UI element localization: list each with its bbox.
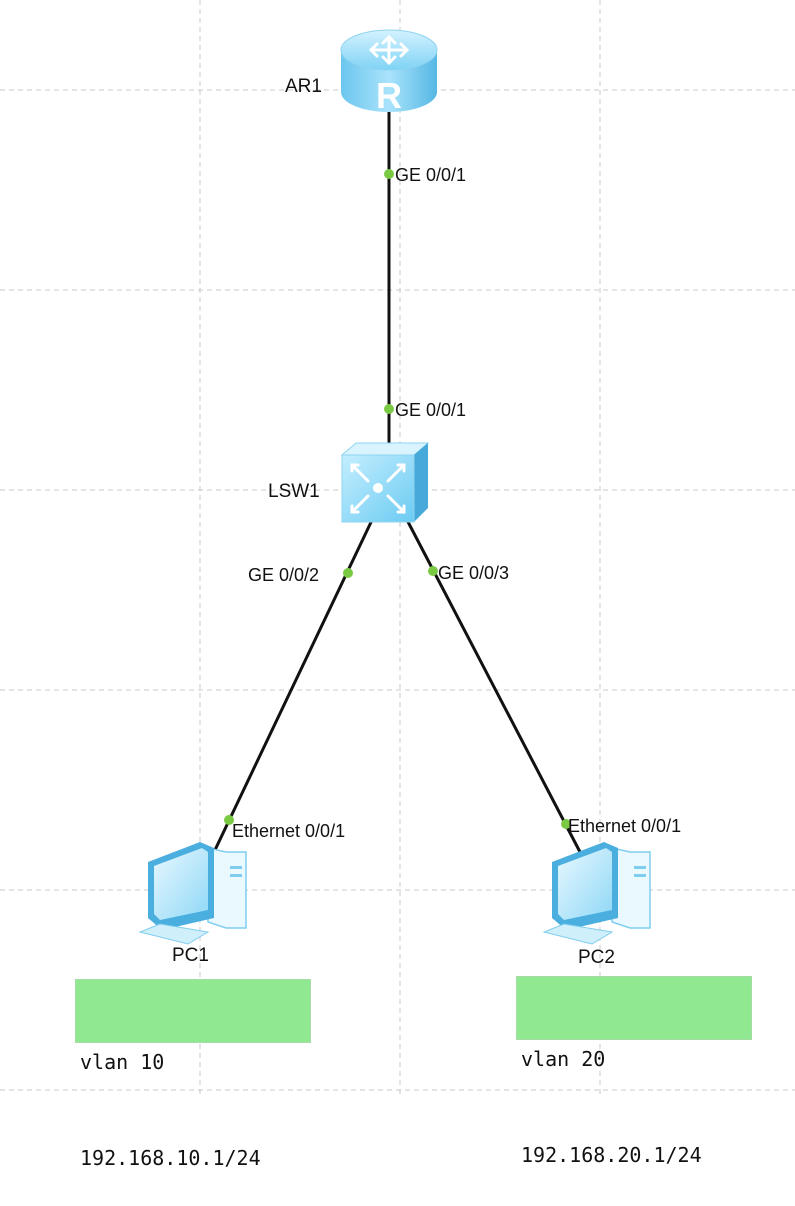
svg-text:R: R bbox=[376, 75, 402, 116]
pc-icon[interactable] bbox=[138, 842, 247, 945]
port-dot-pc2-eth001 bbox=[561, 819, 571, 829]
port-label-lsw1-ge003: GE 0/0/3 bbox=[438, 563, 510, 583]
pc2-vlan-text: vlan 20 bbox=[521, 1047, 606, 1071]
pc1-label: PC1 bbox=[172, 945, 209, 966]
pc1-vlan-text: vlan 10 bbox=[80, 1050, 165, 1074]
pc-icon[interactable] bbox=[542, 842, 651, 945]
topology-canvas: R bbox=[0, 0, 795, 1095]
port-label-pc2-eth001: Ethernet 0/0/1 bbox=[568, 816, 682, 836]
pc2-label: PC2 bbox=[578, 947, 615, 968]
router-icon[interactable]: R bbox=[340, 29, 438, 116]
port-dot-ar1-ge001 bbox=[384, 169, 394, 179]
switch-icon[interactable] bbox=[340, 442, 430, 523]
port-label-pc1-eth001: Ethernet 0/0/1 bbox=[232, 821, 346, 841]
pc2-config-note: vlan 20 192.168.20.1/24 bbox=[516, 976, 752, 1167]
port-dot-lsw1-ge003 bbox=[428, 566, 438, 576]
switch-label: LSW1 bbox=[268, 481, 320, 502]
port-label-ar1-ge001: GE 0/0/1 bbox=[395, 165, 467, 185]
port-dot-lsw1-ge002 bbox=[343, 568, 353, 578]
port-label-lsw1-ge001: GE 0/0/1 bbox=[395, 400, 467, 420]
port-label-lsw1-ge002: GE 0/0/2 bbox=[248, 565, 320, 585]
pc1-config-note: vlan 10 192.168.10.1/24 bbox=[75, 979, 311, 1170]
pc2-ip-text: 192.168.20.1/24 bbox=[521, 1143, 702, 1167]
router-label: AR1 bbox=[285, 76, 322, 97]
port-dot-lsw1-ge001 bbox=[384, 404, 394, 414]
pc1-ip-text: 192.168.10.1/24 bbox=[80, 1146, 261, 1170]
port-dot-pc1-eth001 bbox=[224, 815, 234, 825]
